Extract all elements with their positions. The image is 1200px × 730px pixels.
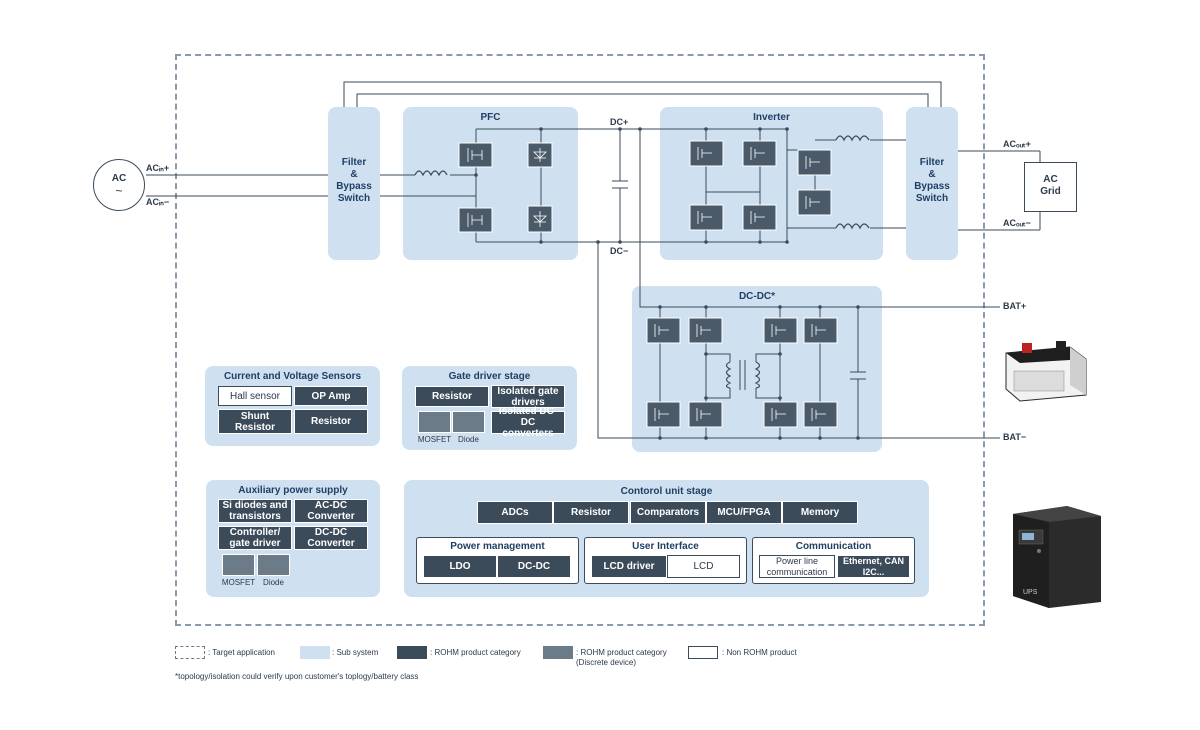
isolated-dcdc-chip: Isolated DC-DC converters <box>491 406 565 439</box>
ac-in-plus-label: ACᵢₙ+ <box>146 163 170 173</box>
inverter-title: Inverter <box>753 112 790 123</box>
shunt-resistor-chip: Shunt Resistor <box>218 409 292 434</box>
sensor-resistor-chip: Resistor <box>294 409 368 434</box>
ethernet-can-chip: Ethernet, CAN I2C... <box>837 555 910 578</box>
dcdc-title: DC-DC* <box>738 291 776 302</box>
legend-non-rohm-swatch <box>688 646 718 659</box>
aux-dcdc-converter-chip: DC-DC Converter <box>294 526 368 550</box>
legend-target-swatch <box>175 646 205 659</box>
legend-sub-swatch <box>300 646 330 659</box>
ldo-chip: LDO <box>423 555 497 578</box>
aux-diode-label: Diode <box>263 578 284 587</box>
aux-title: Auxiliary power supply <box>238 485 348 496</box>
ac-out-plus-label: ACₒᵤₜ+ <box>1003 139 1031 149</box>
sensors-block: Current and Voltage Sensors Hall sensor … <box>205 366 380 446</box>
user-interface-title: User Interface <box>632 541 699 552</box>
filter-bypass-out-block: Filter & Bypass Switch <box>906 107 958 260</box>
legend-discrete-swatch <box>543 646 573 659</box>
gate-resistor-chip: Resistor <box>415 386 489 407</box>
gate-driver-block: Gate driver stage Resistor Isolated gate… <box>402 366 577 450</box>
dc-plus-label: DC+ <box>610 117 629 127</box>
gate-diode-label: Diode <box>458 435 479 444</box>
communication-title: Communication <box>795 541 872 552</box>
lcd-chip: LCD <box>667 555 740 578</box>
bat-minus-label: BAT− <box>1003 432 1027 442</box>
op-amp-chip: OP Amp <box>294 386 368 406</box>
pfc-block: PFC <box>403 107 578 260</box>
ac-source-circle: AC ~ <box>93 159 145 211</box>
acdc-converter-chip: AC-DC Converter <box>294 499 368 523</box>
filter-out-label: Filter & Bypass Switch <box>914 157 950 204</box>
legend-rohm-label: : ROHM product category <box>430 648 521 657</box>
aux-mosfet-icon <box>222 554 255 576</box>
filter-bypass-in-block: Filter & Bypass Switch <box>328 107 380 260</box>
power-management-panel: Power management LDO DC-DC <box>416 537 579 584</box>
communication-panel: Communication Power line communication E… <box>752 537 915 584</box>
si-diodes-chip: Si diodes and transistors <box>218 499 292 523</box>
control-unit-block: Contorol unit stage ADCs Resistor Compar… <box>404 480 929 597</box>
legend-discrete-label: : ROHM product category (Discrete device… <box>576 648 667 667</box>
ac-in-minus-label: ACᵢₙ− <box>146 197 170 207</box>
gate-mosfet-label: MOSFET <box>417 435 452 444</box>
inverter-block: Inverter <box>660 107 883 260</box>
filter-in-label: Filter & Bypass Switch <box>336 157 372 204</box>
ups-image: UPS <box>1013 506 1101 608</box>
footnote: *topology/isolation could verify upon cu… <box>175 672 419 681</box>
ac-grid-label: AC Grid <box>1040 174 1061 197</box>
plc-chip: Power line communication <box>759 555 835 578</box>
lcd-driver-chip: LCD driver <box>591 555 667 578</box>
isolated-gate-drivers-chip: Isolated gate drivers <box>491 385 565 408</box>
ups-label: UPS <box>1023 589 1038 596</box>
power-management-title: Power management <box>450 541 545 552</box>
pm-dcdc-chip: DC-DC <box>497 555 571 578</box>
target-application-border <box>175 54 985 626</box>
gate-mosfet-icon <box>418 411 451 433</box>
legend-non-rohm-label: : Non ROHM product <box>722 648 797 657</box>
legend-sub-label: : Sub system <box>332 648 379 657</box>
battery-image <box>1005 341 1087 402</box>
mcu-fpga-chip: MCU/FPGA <box>706 501 782 524</box>
adcs-chip: ADCs <box>477 501 553 524</box>
legend-target-label: : Target application <box>208 648 276 657</box>
ac-source-symbol: ~ <box>115 184 123 198</box>
aux-power-block: Auxiliary power supply Si diodes and tra… <box>206 480 380 597</box>
hall-sensor-chip: Hall sensor <box>218 386 292 406</box>
dc-minus-label: DC− <box>610 246 629 256</box>
comparators-chip: Comparators <box>630 501 706 524</box>
aux-diode-icon <box>257 554 290 576</box>
aux-mosfet-label: MOSFET <box>221 578 256 587</box>
user-interface-panel: User Interface LCD driver LCD <box>584 537 747 584</box>
ac-out-minus-label: ACₒᵤₜ− <box>1003 218 1031 228</box>
control-title: Contorol unit stage <box>620 486 713 497</box>
controller-gate-driver-chip: Controller/ gate driver <box>218 526 292 550</box>
sensors-title: Current and Voltage Sensors <box>223 371 362 382</box>
bat-plus-label: BAT+ <box>1003 301 1027 311</box>
gate-diode-icon <box>452 411 485 433</box>
pfc-title: PFC <box>480 112 501 123</box>
ac-source-label: AC <box>111 173 127 184</box>
memory-chip: Memory <box>782 501 858 524</box>
control-resistor-chip: Resistor <box>553 501 629 524</box>
ac-grid-box: AC Grid <box>1024 162 1077 212</box>
gate-driver-title: Gate driver stage <box>448 371 531 382</box>
legend-rohm-swatch <box>397 646 427 659</box>
